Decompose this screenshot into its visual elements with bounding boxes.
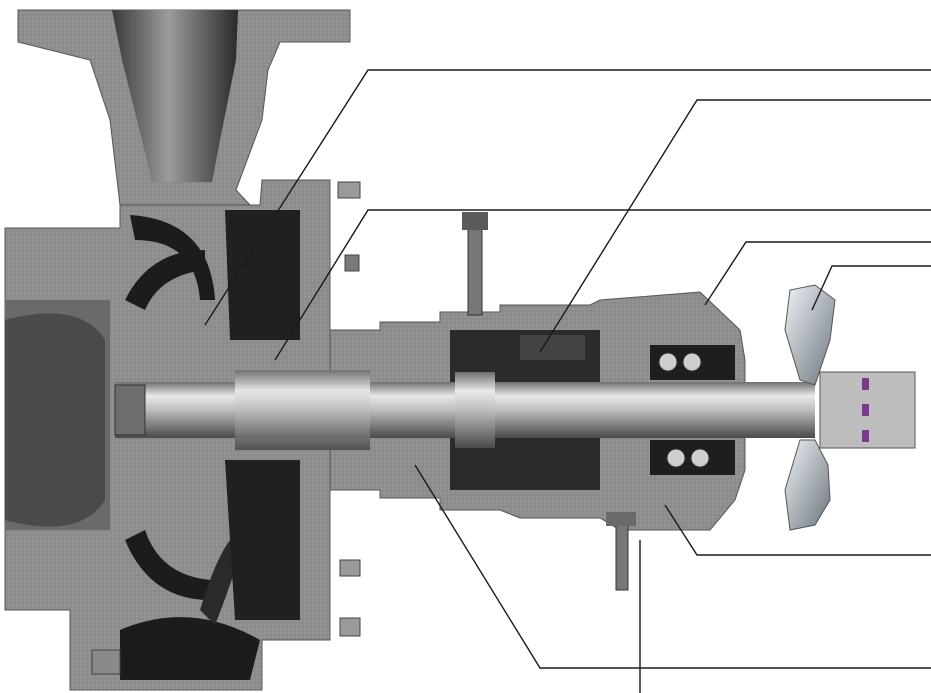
flange-bolts — [91, 181, 361, 675]
vent-fitting — [462, 212, 488, 316]
leader-line-2 — [539, 99, 931, 353]
leader-line-1 — [204, 69, 931, 326]
drain-fitting — [606, 512, 636, 591]
cooling-fan — [784, 284, 916, 531]
leader-line-3 — [274, 209, 931, 361]
leader-lines — [204, 69, 931, 693]
leader-line-4 — [704, 241, 931, 306]
leader-line-7 — [414, 464, 931, 669]
pump-shaft — [114, 370, 815, 450]
leader-line-5 — [811, 265, 931, 311]
leader-line-6 — [664, 504, 931, 556]
